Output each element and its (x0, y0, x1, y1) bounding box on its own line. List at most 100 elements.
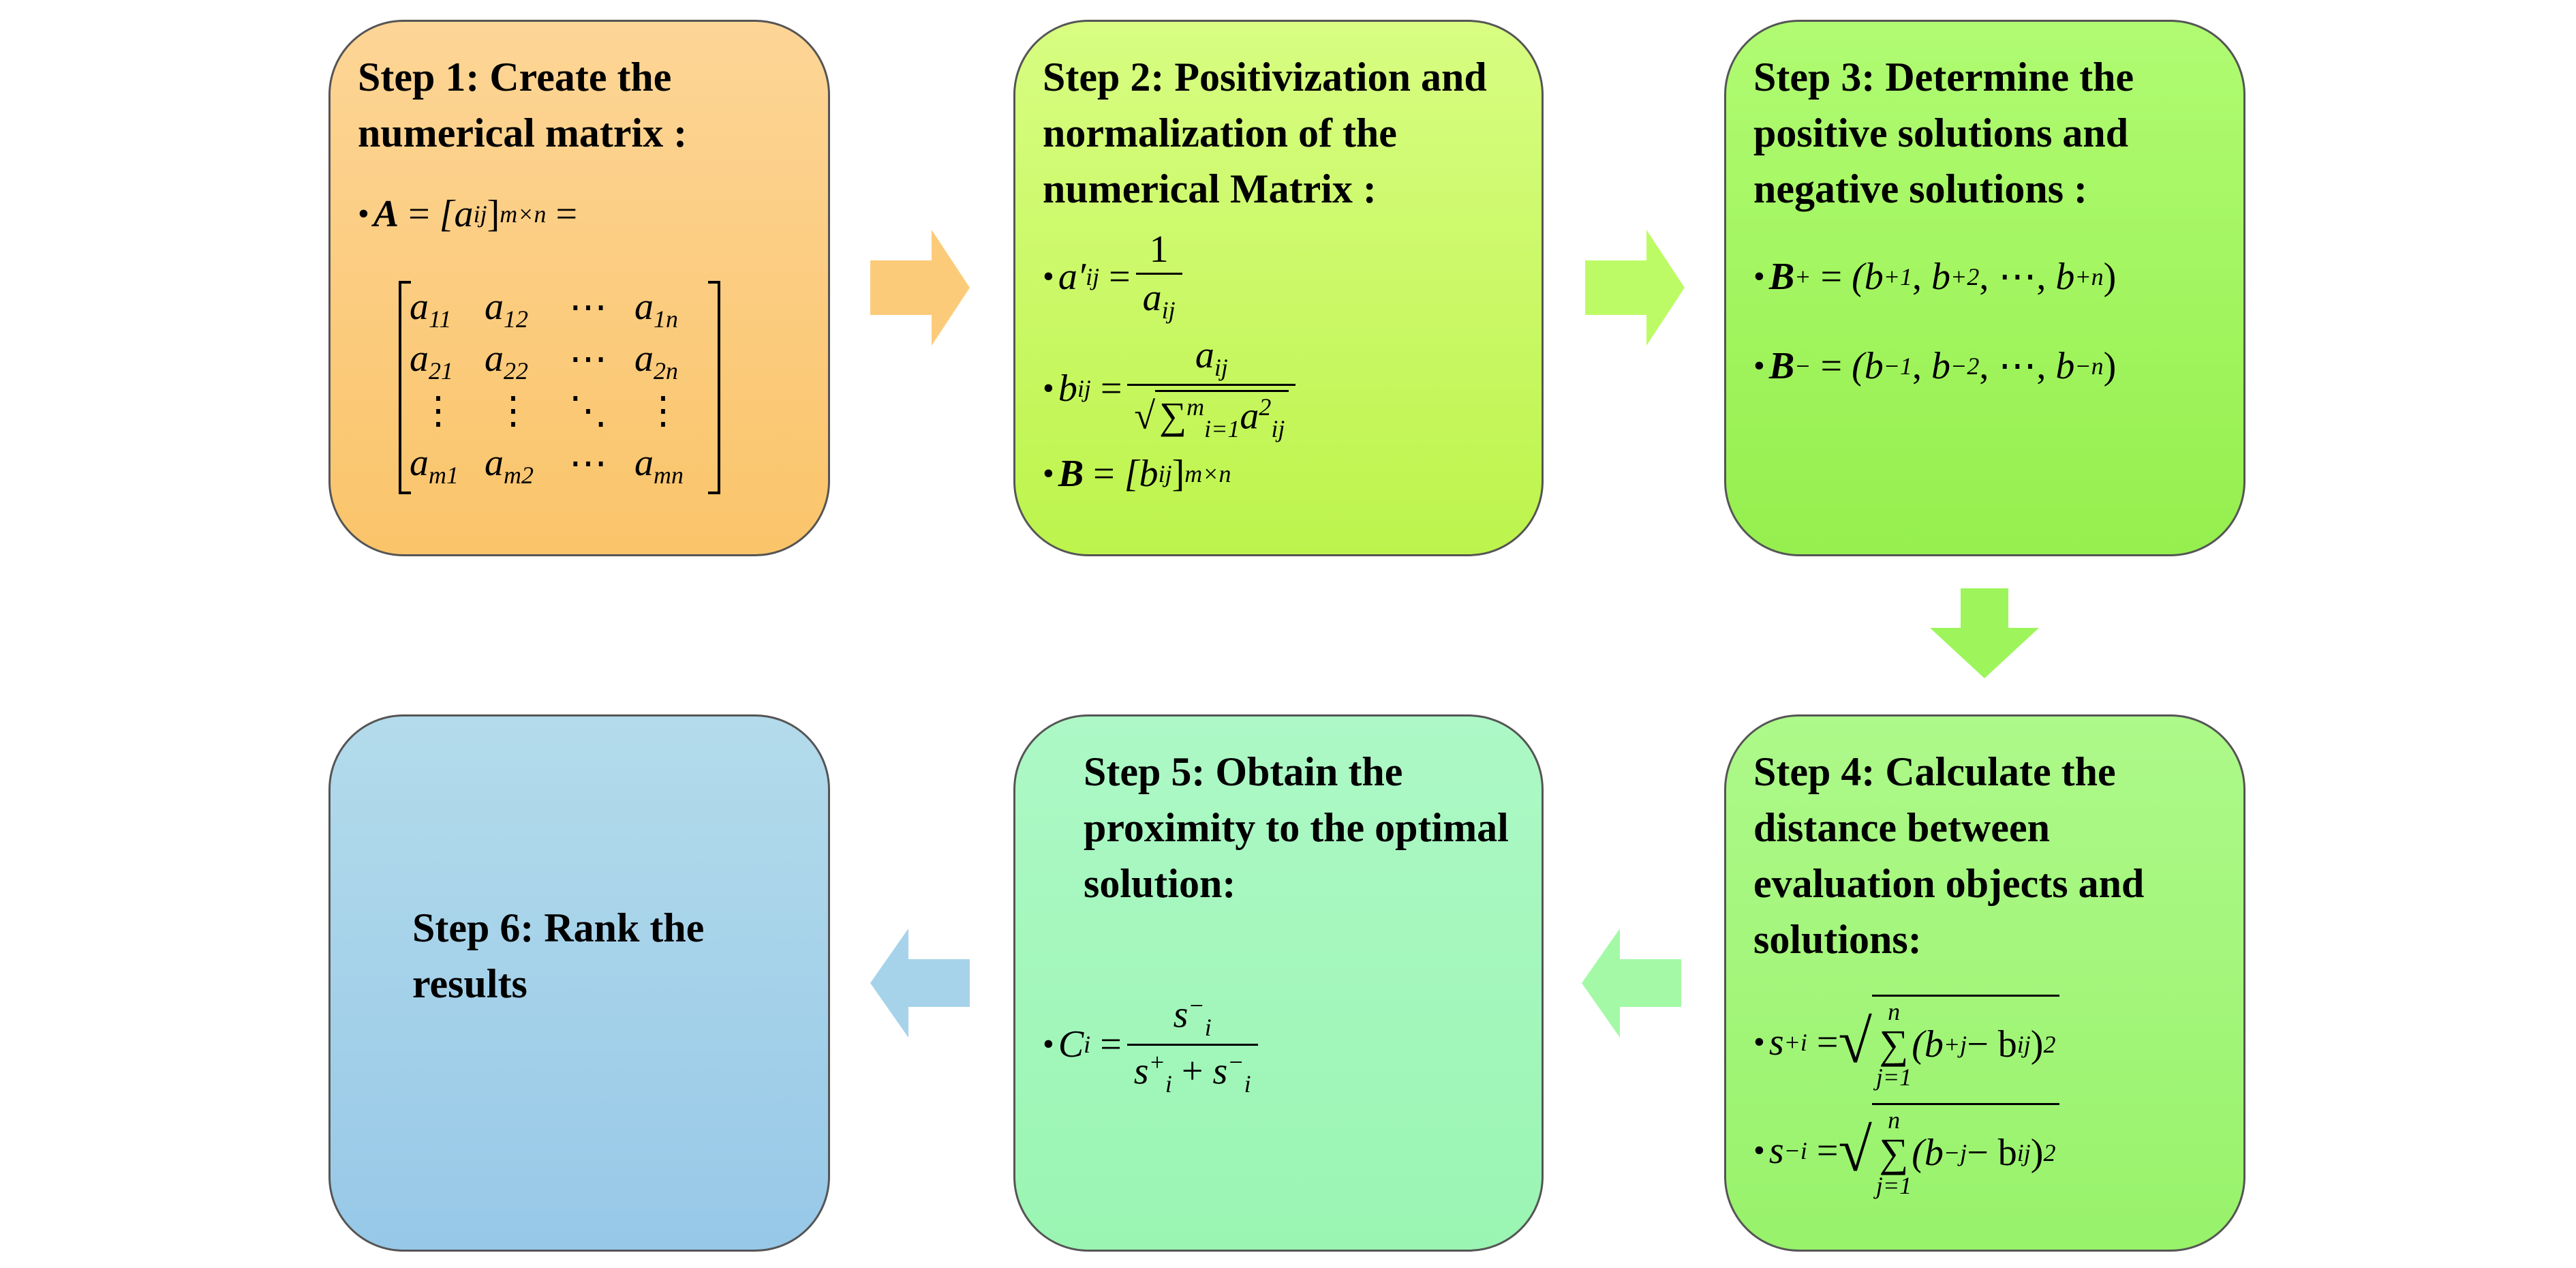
sub-ij: ij (1214, 354, 1228, 382)
bullet: • (1043, 1026, 1054, 1063)
sub-2: 2 (1967, 352, 1980, 380)
matrix-cell: ⋮ (410, 389, 485, 438)
equals: = (1820, 256, 1843, 298)
sup-sign: + (1943, 1031, 1961, 1058)
matrix-cell: a11 (410, 285, 485, 334)
cell-base: a (410, 286, 429, 328)
equals: = (1816, 1129, 1839, 1172)
equals: = (1100, 1023, 1122, 1066)
cell-base: a (485, 441, 504, 484)
step-2-title: Step 2: Positivization and normalization… (1043, 55, 1487, 211)
sup-sign: + (2074, 263, 2091, 290)
matrix-cell: a22 (485, 337, 559, 386)
bullet: • (1753, 258, 1765, 295)
sqrt-icon: √ (1134, 395, 1156, 438)
b-open: (b (1852, 345, 1884, 387)
sub-ij: ij (1158, 460, 1172, 488)
step-5-box: Step 5: Obtain the proximity to the opti… (1013, 714, 1544, 1252)
a: a (1195, 334, 1214, 377)
matrix-cell: am2 (485, 441, 559, 490)
sup-sign: − (1950, 352, 1967, 380)
cell-sub: 22 (504, 357, 528, 385)
cell-base: a (485, 337, 504, 380)
sub-i: i (1165, 1070, 1172, 1098)
arrow-left-icon (870, 929, 970, 1038)
solution-plus: •B+ = (b+1, b+2, ⋯, b+n) (1753, 258, 2216, 296)
step-1-box: Step 1: Create the numerical matrix : • … (328, 20, 830, 556)
equals: = (408, 193, 430, 235)
bracket: ] (1171, 453, 1185, 496)
sum: ∑ (1879, 1130, 1909, 1175)
cell-sub: 1n (654, 305, 678, 333)
cell-base: ⋮ (644, 390, 682, 433)
s: s (1768, 1021, 1784, 1063)
comma: , (1979, 345, 1989, 387)
bullet: • (1043, 258, 1054, 295)
matrix-cell: a2n (634, 337, 709, 386)
sup-2: 2 (2043, 1139, 2056, 1166)
comma: , (2036, 256, 2046, 298)
sum-upper: n (1888, 998, 1901, 1025)
b: b (1931, 256, 1951, 298)
equals: = (1100, 367, 1122, 410)
sup-sign: − (1783, 1136, 1800, 1164)
matrix-cell: ⋯ (559, 337, 634, 386)
comma: , (1912, 256, 1922, 298)
cell-base: ⋯ (569, 442, 607, 485)
sum: ∑ (1879, 1022, 1909, 1067)
step-6-title: Step 6: Rank the results (412, 905, 705, 1006)
sub-i: i (1244, 1070, 1251, 1098)
sub-n: n (2091, 263, 2104, 290)
b: b (1058, 367, 1077, 410)
cell-sub: m1 (429, 461, 459, 489)
equals: = (1816, 1021, 1839, 1063)
sub-i: i (1800, 1028, 1807, 1056)
step-3-box: Step 3: Determine the positive solutions… (1724, 20, 2245, 556)
cell-base: a (634, 286, 654, 328)
step-1-title: Step 1: Create the numerical matrix : (358, 55, 688, 155)
a-open: [a (439, 193, 474, 235)
bullet: • (358, 196, 369, 232)
matrix-cell: ⋯ (559, 441, 634, 490)
sub-i1: i=1 (1204, 415, 1240, 443)
arrow-right-icon (1585, 230, 1685, 346)
step-4-title: Step 4: Calculate the distance between e… (1753, 749, 2145, 962)
cell-base: a (410, 337, 429, 380)
sum-lower: j=1 (1875, 1063, 1912, 1091)
bullet: • (1043, 370, 1054, 407)
sup-plus: + (1148, 1048, 1165, 1076)
bullet: • (1753, 1023, 1765, 1060)
cell-base: a (634, 337, 654, 380)
matrix-cell: a1n (634, 285, 709, 334)
sum-upper: n (1888, 1106, 1901, 1134)
b-open: [b (1124, 453, 1159, 496)
equals: = (1109, 255, 1131, 298)
a-prime: a′ (1058, 255, 1086, 298)
a: a (1142, 277, 1162, 319)
numerator: 1 (1149, 228, 1169, 271)
step-3-title: Step 3: Determine the positive solutions… (1753, 55, 2134, 211)
comma: , (1912, 345, 1922, 387)
bullet: • (1043, 455, 1054, 492)
cell-base: a (634, 441, 654, 484)
step-5-title: Step 5: Obtain the proximity to the opti… (1084, 749, 1509, 906)
sup-sign: − (1943, 1139, 1961, 1166)
cell-sub: 2n (654, 357, 678, 385)
sub-mxn: m×n (500, 200, 547, 228)
paren-close: ) (2103, 345, 2117, 387)
b: b (1931, 345, 1951, 387)
sup-m: m (1186, 393, 1205, 421)
bracket: ] (487, 193, 500, 235)
sub-ij: ij (1271, 415, 1285, 443)
cell-sub: 12 (504, 305, 528, 333)
dots: ⋯ (1998, 256, 2037, 298)
sub-i: i (1204, 1013, 1212, 1041)
matrix-cell: ⋮ (634, 389, 709, 438)
sup-sign: + (1950, 263, 1967, 290)
b: b (2055, 256, 2075, 298)
symbol-B: B (1768, 345, 1795, 387)
